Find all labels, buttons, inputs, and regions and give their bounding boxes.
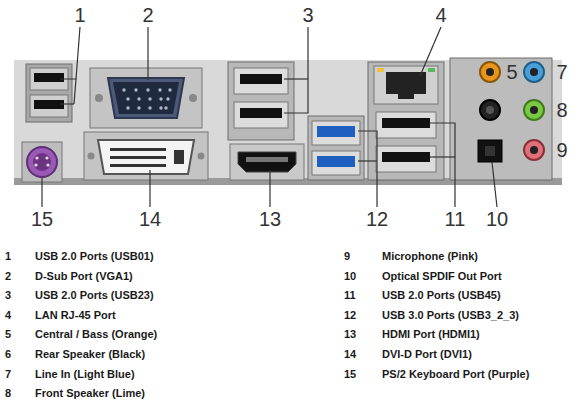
- port-description: USB 3.0 Ports (USB3_2_3): [382, 309, 519, 322]
- port-description: Microphone (Pink): [382, 250, 478, 263]
- port-description: Central / Bass (Orange): [35, 328, 157, 341]
- callout-number: 1: [74, 5, 85, 25]
- callout-number: 9: [556, 140, 567, 160]
- port-description: Front Speaker (Lime): [35, 387, 145, 400]
- port-description: Optical SPDIF Out Port: [382, 270, 502, 283]
- callout-number: 7: [556, 62, 567, 82]
- port-description: LAN RJ-45 Port: [35, 309, 116, 322]
- list-number: 13: [344, 328, 356, 341]
- list-number: 2: [5, 270, 11, 283]
- callout-number: 4: [435, 5, 446, 25]
- port-description: Rear Speaker (Black): [35, 348, 145, 361]
- callout-number: 10: [486, 209, 508, 229]
- port-description: USB 2.0 Ports (USB45): [382, 289, 501, 302]
- list-number: 5: [5, 328, 11, 341]
- list-number: 10: [344, 270, 356, 283]
- usb-23-stack: [228, 62, 294, 140]
- port-description: HDMI Port (HDMI1): [382, 328, 480, 341]
- list-number: 8: [5, 387, 11, 400]
- port-description: USB 2.0 Ports (USB01): [35, 250, 154, 263]
- list-number: 15: [344, 368, 356, 381]
- list-number: 12: [344, 309, 356, 322]
- leader-lines: [42, 27, 497, 207]
- callout-number: 15: [31, 209, 53, 229]
- callout-number: 3: [302, 5, 313, 25]
- port-description: DVI-D Port (DVI1): [382, 348, 472, 361]
- ps2-port: [22, 142, 62, 182]
- list-number: 3: [5, 289, 11, 302]
- callout-number: 8: [556, 100, 567, 120]
- callout-number: 13: [259, 209, 281, 229]
- port-description: PS/2 Keyboard Port (Purple): [382, 368, 529, 381]
- port-description: D-Sub Port (VGA1): [35, 270, 133, 283]
- audio-jacks: [450, 58, 552, 180]
- usb3-stack: [308, 116, 364, 180]
- list-number: 7: [5, 368, 11, 381]
- port-description: USB 2.0 Ports (USB23): [35, 289, 154, 302]
- callout-number: 11: [445, 209, 466, 229]
- list-number: 4: [5, 309, 11, 322]
- vga-port: [90, 68, 202, 128]
- list-number: 6: [5, 348, 11, 361]
- port-description: Line In (Light Blue): [35, 368, 135, 381]
- list-number: 1: [5, 250, 11, 263]
- list-number: 9: [344, 250, 350, 263]
- callout-number: 14: [139, 209, 161, 229]
- usb-01-stack: [26, 64, 72, 122]
- dvi-port: [84, 132, 208, 180]
- callout-number: 5: [506, 62, 517, 82]
- list-number: 11: [344, 289, 356, 302]
- lan-usb45-stack: [368, 62, 444, 180]
- hdmi-port: [230, 144, 304, 180]
- callout-number: 2: [142, 5, 153, 25]
- list-number: 14: [344, 348, 356, 361]
- callout-number: 12: [366, 209, 388, 229]
